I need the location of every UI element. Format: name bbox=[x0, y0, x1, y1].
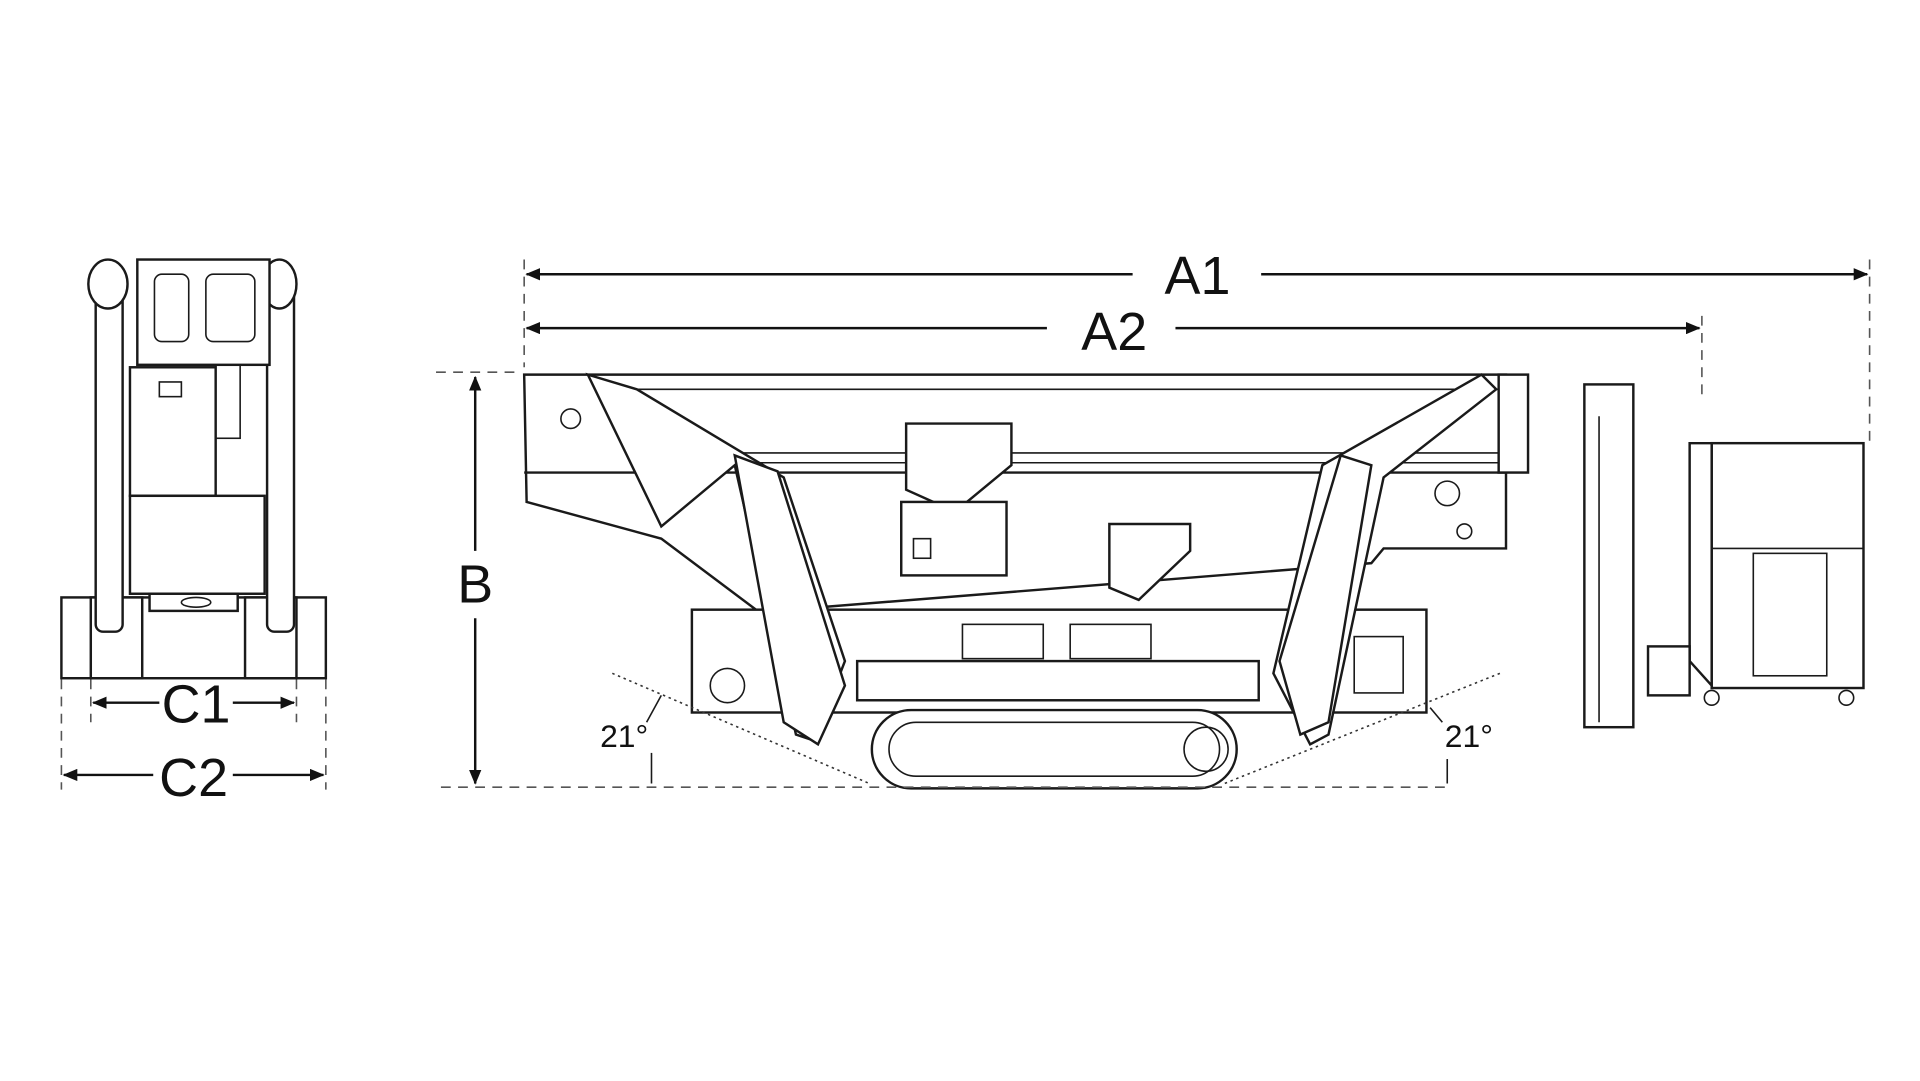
dimension-label-c2: C2 bbox=[159, 748, 228, 808]
dimension-label-a1: A1 bbox=[1165, 246, 1231, 306]
front-view bbox=[60, 258, 328, 680]
dimension-label-b: B bbox=[457, 554, 493, 614]
angle-label-right: 21° bbox=[1445, 718, 1493, 754]
dimension-label-a2: A2 bbox=[1081, 302, 1147, 362]
side-view bbox=[522, 372, 1865, 790]
angle-indicators: 21° 21° bbox=[600, 672, 1501, 785]
a-dimensions: A1 A2 bbox=[523, 246, 1871, 441]
c-dimensions: C1 C2 bbox=[60, 674, 327, 808]
b-dimension: B bbox=[436, 371, 1451, 788]
angle-label-left: 21° bbox=[600, 718, 648, 754]
dimension-label-c1: C1 bbox=[162, 674, 231, 734]
